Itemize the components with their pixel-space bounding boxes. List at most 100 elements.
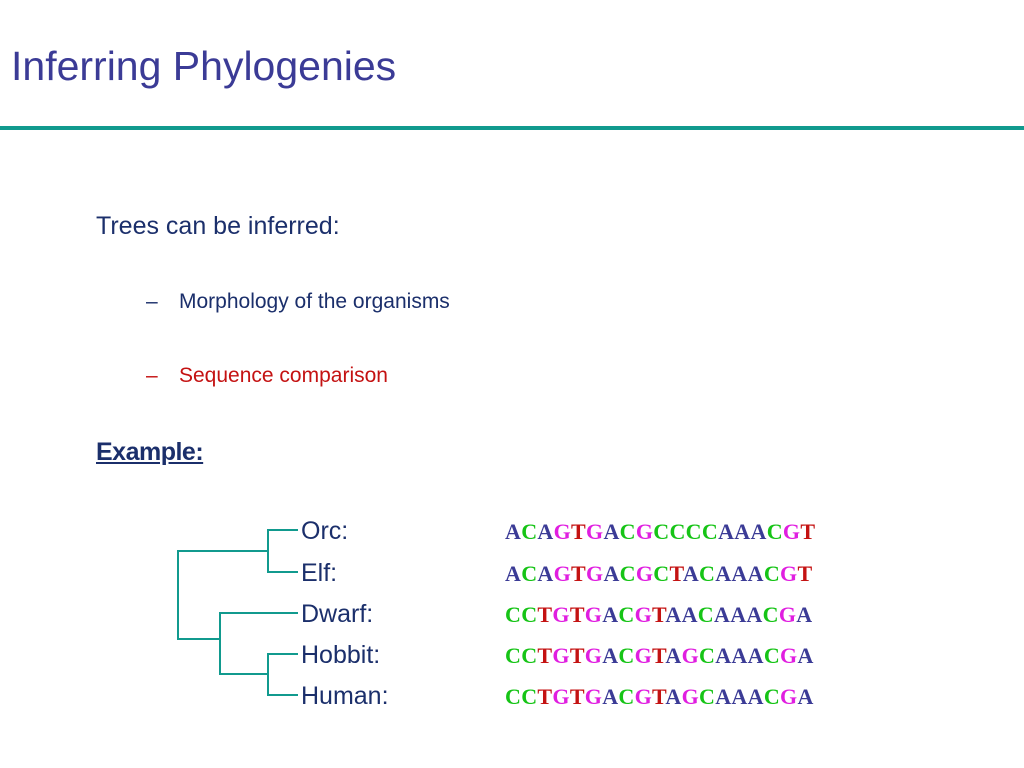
nucleotide-c: C — [521, 643, 538, 668]
sub-item-text: Morphology of the organisms — [179, 290, 450, 313]
tree-branch-dwarf-clade — [219, 612, 298, 675]
organism-label-elf: Elf: — [301, 559, 338, 587]
nucleotide-a: A — [715, 643, 732, 668]
dash-marker: – — [146, 364, 158, 387]
nucleotide-a: A — [537, 519, 554, 544]
nucleotide-a: A — [682, 561, 700, 586]
nucleotide-a: A — [734, 519, 751, 544]
nucleotide-g: G — [780, 561, 798, 586]
nucleotide-a: A — [665, 684, 682, 709]
nucleotide-t: T — [537, 684, 553, 709]
nucleotide-a: A — [603, 519, 620, 544]
nucleotide-g: G — [780, 684, 798, 709]
sequence-dwarf: CCTGTGACGTAACAAACGA — [505, 600, 812, 630]
nucleotide-g: G — [634, 643, 653, 668]
nucleotide-c: C — [763, 643, 781, 668]
nucleotide-t: T — [669, 561, 683, 586]
organism-label-human: Human: — [301, 682, 389, 710]
sub-item-morphology: –Morphology of the organisms — [146, 288, 450, 316]
nucleotide-g: G — [584, 643, 603, 668]
nucleotide-c: C — [505, 602, 522, 627]
nucleotide-g: G — [681, 643, 700, 668]
sequence-human: CCTGTGACGTAGCAAACGA — [505, 682, 814, 712]
nucleotide-g: G — [552, 684, 570, 709]
nucleotide-t: T — [652, 602, 666, 627]
nucleotide-a: A — [747, 643, 764, 668]
nucleotide-a: A — [505, 561, 522, 586]
nucleotide-c: C — [618, 684, 635, 709]
slide-title: Inferring Phylogenies — [11, 43, 397, 89]
organism-label-dwarf: Dwarf: — [301, 600, 374, 628]
nucleotide-a: A — [665, 602, 682, 627]
nucleotide-c: C — [685, 519, 702, 544]
nucleotide-a: A — [681, 602, 698, 627]
nucleotide-a: A — [505, 519, 522, 544]
nucleotide-t: T — [537, 602, 553, 627]
nucleotide-a: A — [715, 561, 732, 586]
nucleotide-g: G — [584, 684, 603, 709]
nucleotide-g: G — [586, 519, 604, 544]
nucleotide-g: G — [634, 602, 653, 627]
nucleotide-g: G — [553, 561, 572, 586]
nucleotide-c: C — [653, 519, 670, 544]
nucleotide-a: A — [796, 602, 813, 627]
title-divider — [0, 126, 1024, 130]
nucleotide-a: A — [746, 602, 763, 627]
nucleotide-c: C — [699, 684, 716, 709]
nucleotide-g: G — [681, 684, 700, 709]
nucleotide-a: A — [714, 602, 731, 627]
nucleotide-g: G — [778, 602, 797, 627]
nucleotide-a: A — [747, 684, 764, 709]
nucleotide-a: A — [731, 643, 748, 668]
nucleotide-a: A — [747, 561, 764, 586]
organism-label-orc: Orc: — [301, 517, 349, 545]
nucleotide-g: G — [635, 561, 654, 586]
nucleotide-g: G — [552, 643, 570, 668]
nucleotide-c: C — [653, 561, 670, 586]
dash-marker: – — [146, 290, 158, 313]
nucleotide-a: A — [603, 561, 620, 586]
nucleotide-c: C — [505, 684, 522, 709]
nucleotide-c: C — [618, 643, 635, 668]
nucleotide-a: A — [797, 684, 814, 709]
nucleotide-t: T — [797, 561, 813, 586]
nucleotide-c: C — [762, 602, 779, 627]
sequence-hobbit: CCTGTGACGTAGCAAACGA — [505, 641, 814, 671]
nucleotide-c: C — [618, 602, 635, 627]
nucleotide-c: C — [763, 684, 781, 709]
nucleotide-t: T — [800, 519, 816, 544]
nucleotide-t: T — [571, 519, 587, 544]
tree-branch-hobbit-human — [267, 653, 298, 696]
nucleotide-a: A — [537, 561, 554, 586]
nucleotide-c: C — [521, 519, 538, 544]
phylogenetic-tree — [177, 529, 298, 696]
nucleotide-g: G — [586, 561, 604, 586]
nucleotide-t: T — [571, 561, 587, 586]
sequence-orc: ACAGTGACGCCCCAAACGT — [505, 517, 815, 547]
nucleotide-a: A — [665, 643, 682, 668]
nucleotide-g: G — [782, 519, 801, 544]
sub-item-text: Sequence comparison — [179, 364, 388, 387]
tree-branch-root — [177, 550, 268, 640]
nucleotide-c: C — [619, 561, 636, 586]
nucleotide-g: G — [552, 602, 570, 627]
organism-label-hobbit: Hobbit: — [301, 641, 381, 669]
nucleotide-a: A — [602, 684, 619, 709]
nucleotide-t: T — [537, 643, 553, 668]
nucleotide-c: C — [766, 519, 783, 544]
nucleotide-g: G — [584, 602, 603, 627]
nucleotide-a: A — [602, 602, 619, 627]
nucleotide-g: G — [553, 519, 572, 544]
nucleotide-c: C — [699, 643, 716, 668]
nucleotide-a: A — [602, 643, 619, 668]
nucleotide-a: A — [715, 684, 732, 709]
nucleotide-g: G — [635, 519, 654, 544]
nucleotide-t: T — [652, 643, 666, 668]
nucleotide-c: C — [701, 519, 719, 544]
nucleotide-a: A — [750, 519, 767, 544]
nucleotide-c: C — [521, 684, 538, 709]
nucleotide-g: G — [634, 684, 653, 709]
nucleotide-a: A — [731, 684, 748, 709]
nucleotide-a: A — [797, 643, 814, 668]
nucleotide-t: T — [569, 643, 585, 668]
